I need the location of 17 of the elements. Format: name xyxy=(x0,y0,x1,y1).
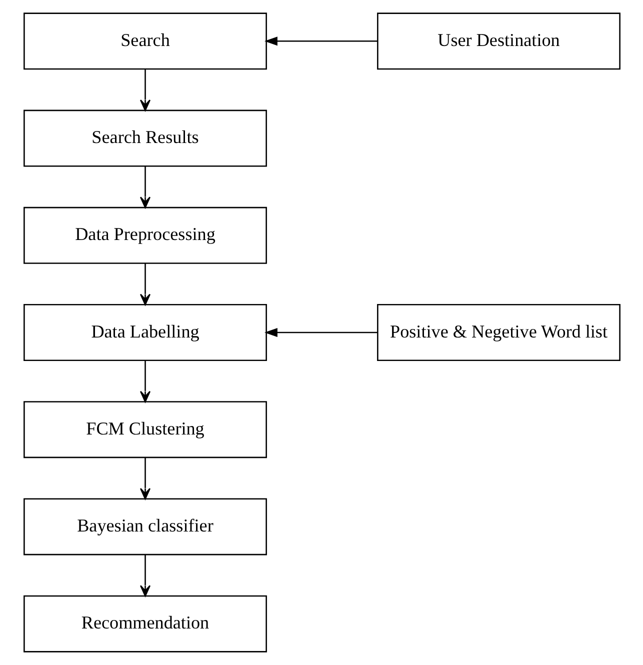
arrow xyxy=(139,69,150,112)
node-box: Search xyxy=(23,12,266,70)
arrow xyxy=(264,36,378,46)
node-box: FCM Clustering xyxy=(23,401,266,458)
node-box: Data Labelling xyxy=(23,304,266,361)
arrow xyxy=(139,264,150,306)
node-box: Search Results xyxy=(23,110,266,167)
node-box: Data Preprocessing xyxy=(23,206,266,264)
arrow xyxy=(139,458,150,500)
arrow xyxy=(264,328,378,338)
arrow xyxy=(139,554,150,597)
node-box: Bayesian classifier xyxy=(23,498,266,556)
node-box: User Destination xyxy=(376,12,620,70)
node-box: Positive & Negetive Word list xyxy=(376,304,620,361)
arrow xyxy=(139,166,150,208)
node-box: Recommendation xyxy=(23,595,266,652)
arrow xyxy=(139,360,150,402)
